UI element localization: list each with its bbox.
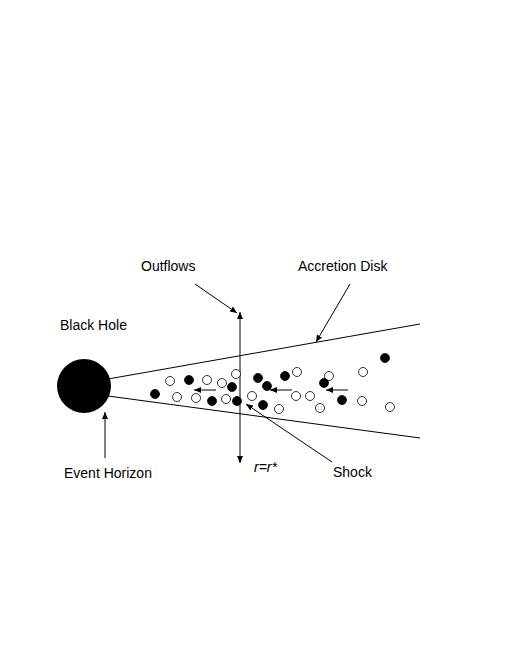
open-particle bbox=[316, 404, 325, 413]
flow-arrows bbox=[194, 390, 348, 391]
open-particle bbox=[275, 405, 284, 414]
shock-label: Shock bbox=[333, 464, 372, 480]
open-particle bbox=[358, 397, 367, 406]
open-particle bbox=[359, 368, 368, 377]
open-particle bbox=[386, 403, 395, 412]
disk-edge bbox=[108, 324, 420, 379]
open-particle bbox=[292, 392, 301, 401]
open-particle bbox=[222, 395, 231, 404]
filled-particle bbox=[259, 401, 268, 410]
leader-line bbox=[195, 284, 237, 313]
filled-particle bbox=[338, 396, 347, 405]
open-particle bbox=[248, 392, 257, 401]
radius-label: r=r* bbox=[254, 459, 277, 475]
filled-particle bbox=[281, 372, 290, 381]
outflows-label: Outflows bbox=[141, 258, 195, 274]
open-particle bbox=[306, 392, 315, 401]
outflow-arrow bbox=[240, 382, 241, 463]
open-particle bbox=[192, 394, 201, 403]
filled-particle bbox=[233, 397, 242, 406]
filled-particle bbox=[254, 374, 263, 383]
filled-particle bbox=[263, 382, 272, 391]
filled-particle bbox=[208, 397, 217, 406]
disk-label: Accretion Disk bbox=[298, 258, 387, 274]
leader-line bbox=[105, 412, 106, 458]
leader-line bbox=[246, 404, 332, 462]
horizon-label: Event Horizon bbox=[64, 465, 152, 481]
open-particle bbox=[218, 379, 227, 388]
filled-particle bbox=[320, 379, 329, 388]
open-particle bbox=[166, 377, 175, 386]
disk-edge bbox=[108, 396, 420, 438]
black-hole bbox=[57, 359, 111, 413]
black-hole-label: Black Hole bbox=[60, 317, 127, 333]
open-particle bbox=[232, 370, 241, 379]
filled-particle bbox=[381, 354, 390, 363]
gas-particles bbox=[151, 354, 395, 414]
open-particle bbox=[173, 393, 182, 402]
filled-particle bbox=[151, 390, 160, 399]
open-particle bbox=[203, 376, 212, 385]
leader-line bbox=[316, 284, 350, 342]
filled-particle bbox=[228, 383, 237, 392]
filled-particle bbox=[185, 376, 194, 385]
open-particle bbox=[293, 368, 302, 377]
